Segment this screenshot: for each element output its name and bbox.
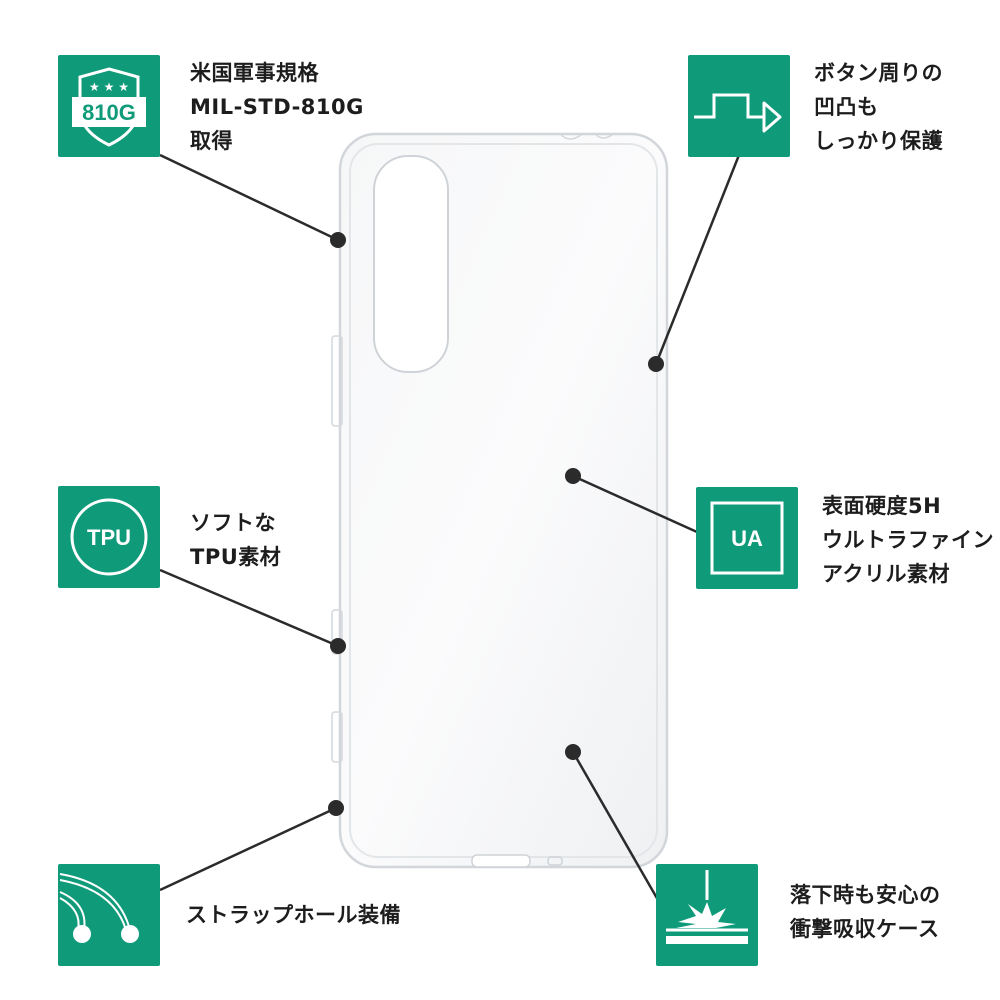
mil-label-line: 米国軍事規格: [190, 61, 319, 85]
tpu-circle-icon: TPU: [70, 498, 148, 576]
button-label-line: 凹凸も: [814, 95, 879, 119]
mil-label: 米国軍事規格 MIL-STD-810G 取得: [190, 56, 364, 158]
ua-label-line: 表面硬度5H: [822, 494, 942, 518]
tpu-label-line: TPU素材: [190, 545, 282, 569]
impact-label-line: 落下時も安心の: [790, 883, 941, 907]
strap-label: ストラップホール装備: [186, 898, 401, 932]
ua-label-line: ウルトラファイン: [822, 528, 994, 552]
pointer-dot: [565, 468, 581, 484]
button-label: ボタン周りの 凹凸も しっかり保護: [814, 56, 943, 158]
pointer-dot: [565, 744, 581, 760]
button-badge: [688, 55, 790, 157]
tpu-badge-text: TPU: [87, 525, 131, 550]
pointer-dot: [328, 800, 344, 816]
mil-badge: ★ ★ ★ 810G: [58, 55, 160, 157]
pointer-dot: [648, 356, 664, 372]
impact-badge: [656, 864, 758, 966]
ua-badge-text: UA: [731, 526, 763, 551]
impact-label-line: 衝撃吸収ケース: [790, 917, 940, 941]
ua-square-icon: UA: [710, 501, 784, 575]
pointer-dot: [330, 232, 346, 248]
strap-label-line: ストラップホール装備: [186, 903, 401, 927]
mil-label-line: 取得: [190, 129, 233, 153]
pointer-dot: [330, 638, 346, 654]
button-label-line: しっかり保護: [814, 129, 943, 153]
shield-stars-icon: ★ ★ ★ 810G: [72, 67, 146, 147]
ua-badge: UA: [696, 487, 798, 589]
tpu-label-line: ソフトな: [190, 511, 276, 535]
button-step-arrow-icon: [694, 93, 782, 133]
button-label-line: ボタン周りの: [814, 61, 943, 85]
svg-text:★ ★ ★: ★ ★ ★: [89, 80, 129, 94]
mil-badge-text: 810G: [82, 100, 136, 125]
impact-label: 落下時も安心の 衝撃吸収ケース: [790, 878, 941, 946]
strap-badge: [58, 864, 160, 966]
tpu-badge: TPU: [58, 486, 160, 588]
ua-label: 表面硬度5H ウルトラファイン アクリル素材: [822, 489, 994, 591]
impact-burst-icon: [666, 870, 748, 944]
strap-hole-icon: [59, 873, 139, 943]
mil-label-line: MIL-STD-810G: [190, 95, 364, 119]
tpu-label: ソフトな TPU素材: [190, 506, 281, 574]
ua-label-line: アクリル素材: [822, 562, 950, 586]
